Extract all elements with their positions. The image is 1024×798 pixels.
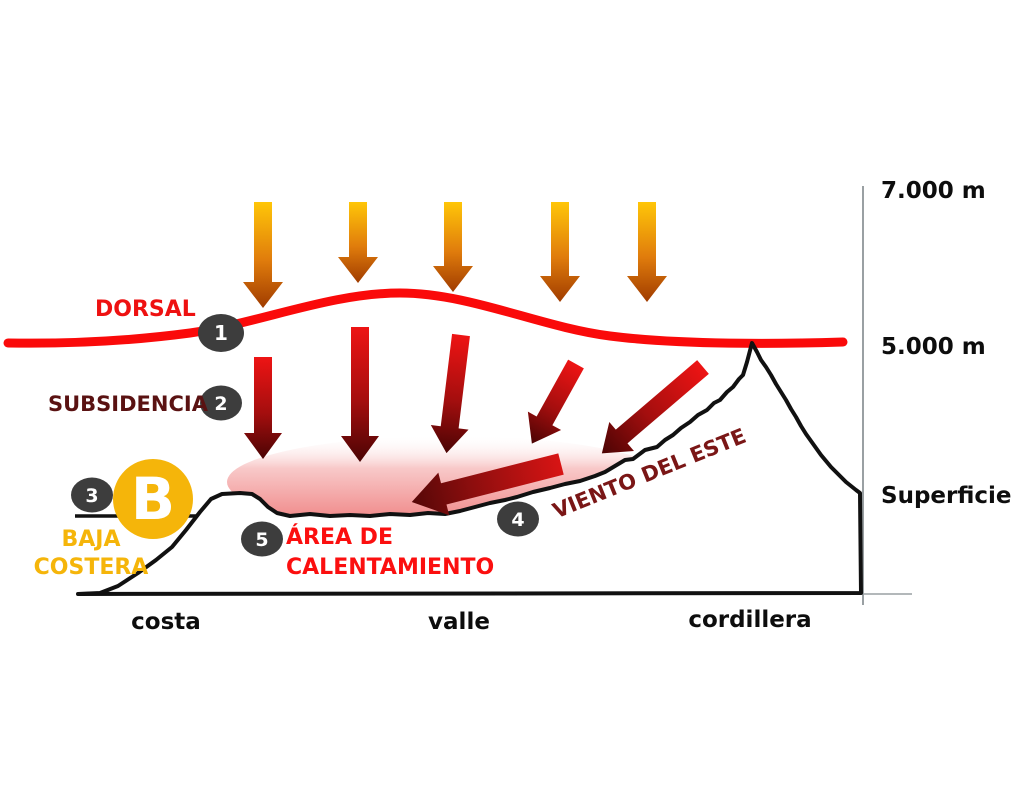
cordillera-label: cordillera [688, 607, 811, 633]
marker-5: 5 [241, 521, 283, 557]
marker-number: 4 [511, 509, 524, 531]
subsidence-arrow-icon [244, 357, 282, 459]
east-wind-downslope-arrow-icon [601, 360, 709, 454]
marker-circle [200, 385, 242, 421]
marker-number: 5 [255, 529, 268, 551]
valle-label: valle [428, 609, 490, 635]
solar-arrow-icon [243, 202, 283, 308]
marker-1: 1 [198, 314, 244, 352]
marker-3: 3 [71, 477, 113, 513]
marker-circle [71, 477, 113, 513]
marker-number: 1 [214, 321, 228, 345]
marker-number: 2 [214, 393, 227, 415]
low-pressure-symbol: B [131, 465, 175, 533]
area-calentamiento-label-line1: ÁREA DE [286, 524, 393, 550]
solar-arrow-icon [338, 202, 378, 283]
costa-label: costa [131, 609, 201, 635]
solar-arrows [243, 202, 667, 308]
dorsal-label: DORSAL [95, 297, 196, 322]
solar-arrow-icon [433, 202, 473, 292]
east-wind-arrow-icon [411, 453, 564, 516]
marker-circle [497, 501, 539, 537]
altitude-5000-label: 5.000 m [881, 334, 986, 360]
baja-costera-label-line1: BAJA [61, 527, 120, 552]
superficie-label: Superficie [881, 483, 1012, 509]
subsidence-arrow-icon [527, 359, 584, 444]
subsidence-arrow-icon [430, 333, 470, 454]
marker-2: 2 [200, 385, 242, 421]
subsidencia-label: SUBSIDENCIA [48, 392, 209, 416]
dorsal-ridge-curve [3, 288, 848, 348]
subsidence-arrows [244, 327, 709, 462]
marker-circle [198, 314, 244, 352]
marker-number: 3 [85, 485, 98, 507]
solar-arrow-icon [627, 202, 667, 302]
low-pressure-circle [113, 459, 193, 539]
subsidence-arrow-icon [341, 327, 379, 462]
area-calentamiento-label-line2: CALENTAMIENTO [286, 555, 494, 580]
baja-costera-label-line2: COSTERA [34, 555, 149, 580]
marker-4: 4 [497, 501, 539, 537]
solar-arrow-icon [540, 202, 580, 302]
marker-circle [241, 521, 283, 557]
altitude-7000-label: 7.000 m [881, 178, 986, 204]
